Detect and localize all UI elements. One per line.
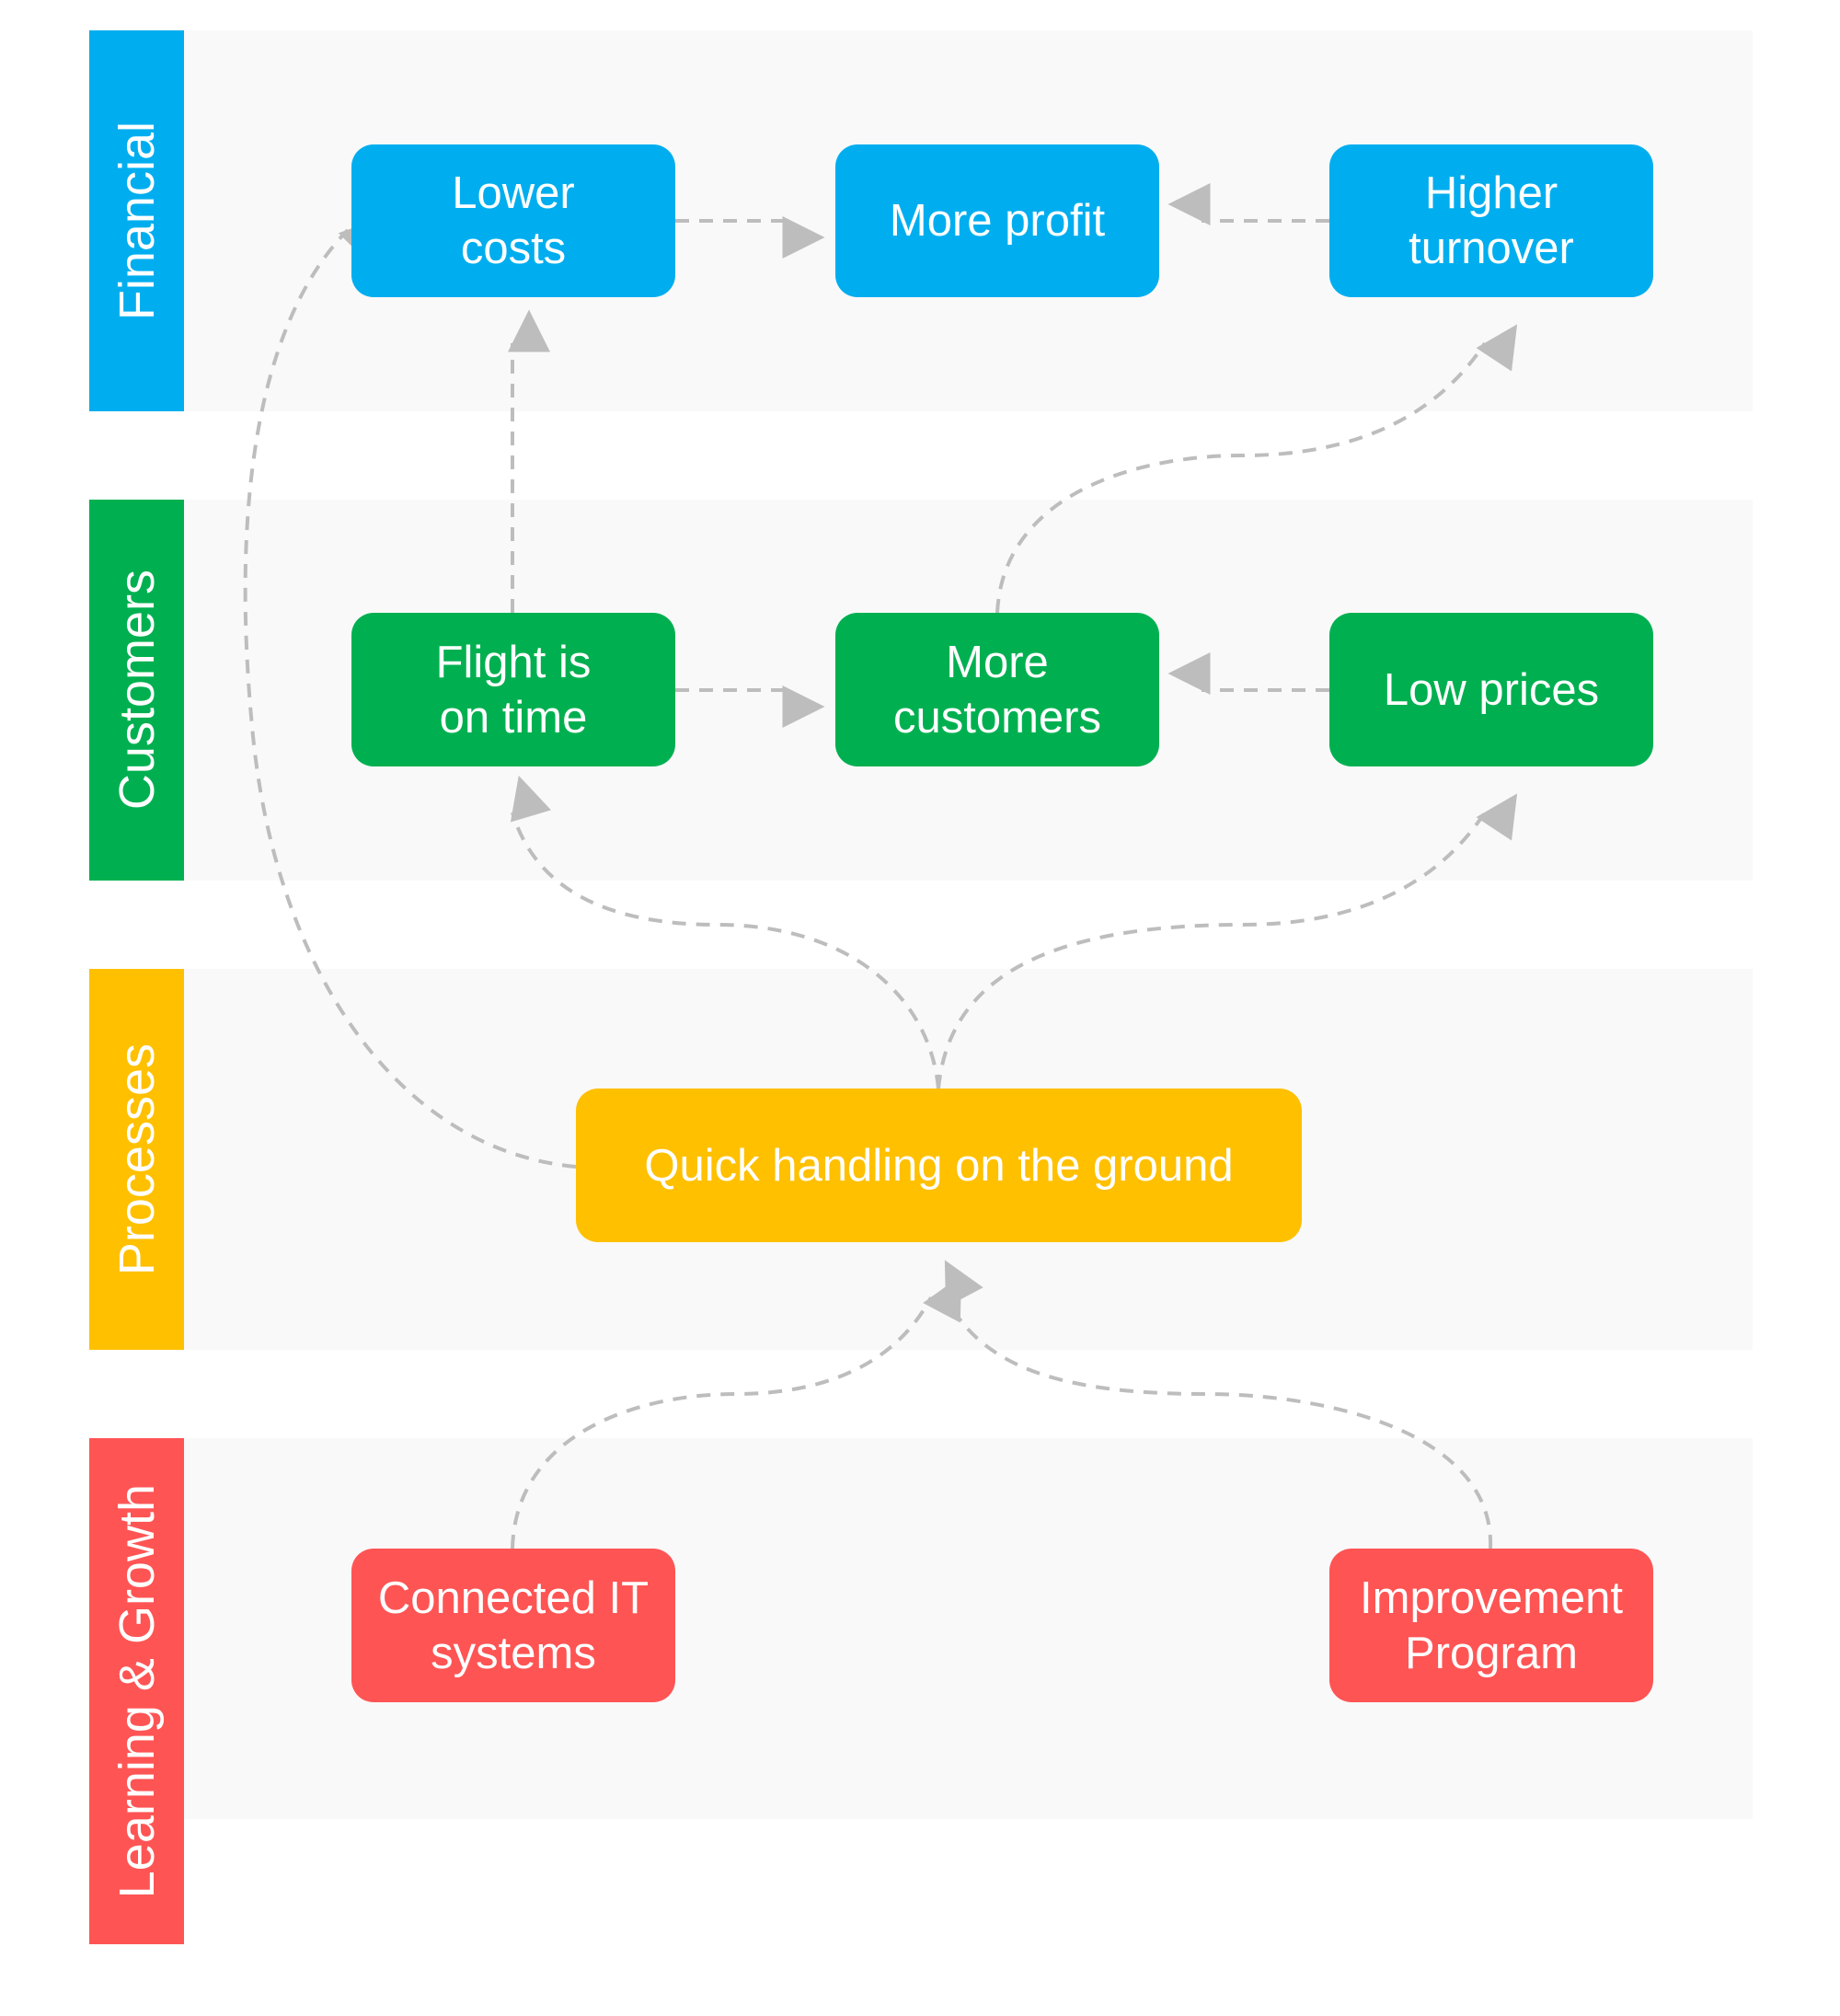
- node-lower-costs-label: Lower costs: [452, 168, 575, 273]
- edge-connected-it-to-quick-handling: [511, 1275, 961, 1549]
- node-more-profit-label: More profit: [889, 196, 1106, 246]
- node-higher-turnover[interactable]: Higher turnover: [1329, 144, 1653, 297]
- lane-label-learning-growth: Learning & Growth: [89, 1438, 184, 1944]
- node-low-prices-label: Low prices: [1383, 664, 1600, 715]
- node-more-customers-label: More customers: [892, 637, 1101, 743]
- edge-improvement-program-to-quick-handling: [944, 1260, 1493, 1549]
- edge-more-customers-to-higher-turnover: [995, 324, 1518, 614]
- node-more-customers[interactable]: More customers: [835, 613, 1159, 766]
- node-quick-handling[interactable]: Quick handling on the ground: [576, 1089, 1302, 1242]
- node-connected-it-systems[interactable]: Connected IT systems: [351, 1549, 675, 1702]
- edge-quick-handling-to-lower-costs: [243, 217, 577, 1169]
- lane-label-customers: Customers: [89, 500, 184, 881]
- node-flight-on-time[interactable]: Flight is on time: [351, 613, 675, 766]
- node-improvement-program[interactable]: Improvement Program: [1329, 1549, 1653, 1702]
- node-connected-it-systems-label: Connected IT systems: [377, 1572, 650, 1678]
- lane-label-financial: Financial: [89, 30, 184, 411]
- edge-quick-handling-to-flight-on-time: [510, 775, 940, 1089]
- node-lower-costs[interactable]: Lower costs: [351, 144, 675, 297]
- node-higher-turnover-label: Higher turnover: [1409, 168, 1574, 273]
- node-flight-on-time-label: Flight is on time: [435, 637, 592, 743]
- lane-label-processes: Processes: [89, 969, 184, 1350]
- node-improvement-program-label: Improvement Program: [1360, 1572, 1623, 1678]
- edge-quick-handling-to-low-prices: [937, 793, 1518, 1089]
- node-low-prices[interactable]: Low prices: [1329, 613, 1653, 766]
- node-more-profit[interactable]: More profit: [835, 144, 1159, 297]
- node-quick-handling-label: Quick handling on the ground: [644, 1140, 1234, 1191]
